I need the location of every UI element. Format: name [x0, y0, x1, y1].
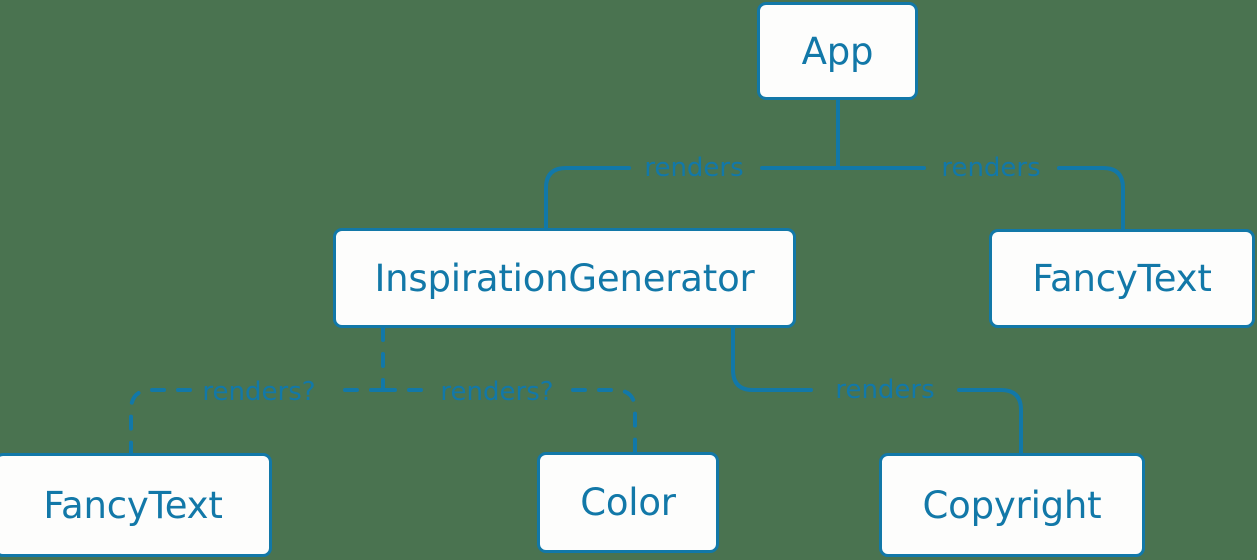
node-copyright-label: Copyright: [922, 483, 1102, 527]
node-color-label: Color: [580, 481, 676, 524]
edge-label-app-to-inspiration: renders: [644, 153, 744, 183]
edge-inspiration-to-color: [381, 388, 637, 454]
edge-label-app-to-fancytext: renders: [941, 153, 1041, 183]
edge-label-inspiration-to-copyright: renders: [835, 375, 935, 405]
edge-inspiration-to-fancytext: [129, 388, 385, 455]
node-color[interactable]: Color: [537, 452, 719, 553]
node-app-label: App: [801, 29, 874, 73]
node-fancytext-top[interactable]: FancyText: [989, 229, 1255, 328]
edge-app-to-inspiration: [544, 166, 840, 230]
node-inspiration-generator-label: InspirationGenerator: [374, 256, 755, 300]
node-app[interactable]: App: [757, 2, 918, 100]
node-copyright[interactable]: Copyright: [879, 453, 1145, 557]
node-fancytext-bottom-label: FancyText: [43, 483, 223, 527]
node-inspiration-generator[interactable]: InspirationGenerator: [333, 228, 796, 328]
edge-app-to-fancytext: [836, 166, 1125, 231]
node-fancytext-bottom[interactable]: FancyText: [0, 453, 272, 557]
edge-label-inspiration-to-color: renders?: [440, 377, 554, 407]
node-fancytext-top-label: FancyText: [1032, 257, 1212, 300]
edge-inspiration-to-copyright: [731, 326, 1023, 455]
edge-label-inspiration-to-fancytext: renders?: [202, 377, 316, 407]
